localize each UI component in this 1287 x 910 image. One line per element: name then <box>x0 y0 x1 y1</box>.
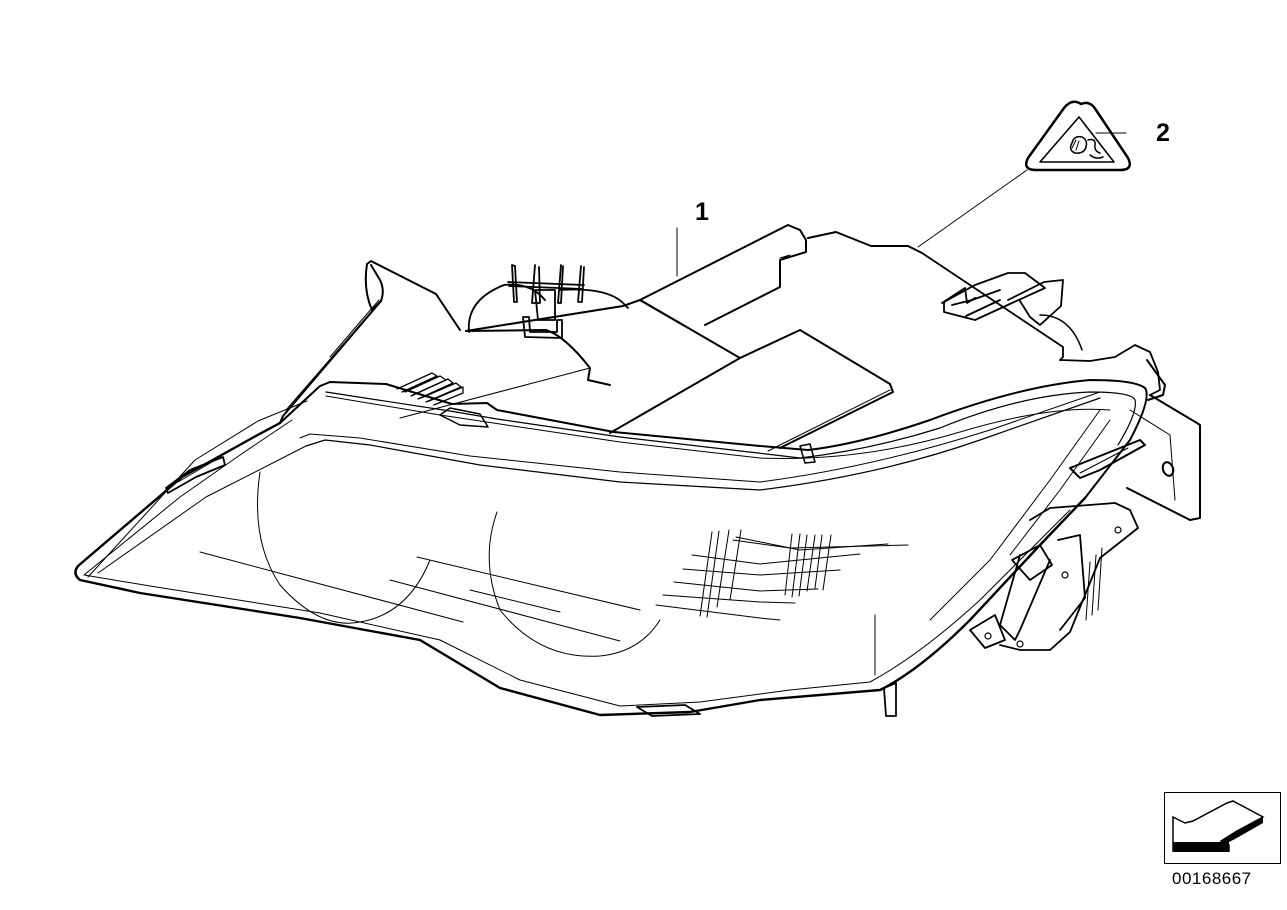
callout-number-1: 1 <box>695 198 709 226</box>
top-clip <box>507 264 585 339</box>
mounting-bracket <box>1069 394 1201 521</box>
heatsink-fins <box>396 372 464 406</box>
lens-outline <box>74 421 1087 717</box>
housing-top <box>399 224 923 452</box>
leader-lines <box>676 132 1127 277</box>
indicator-grid <box>655 529 909 621</box>
headlight-drawing <box>74 224 1201 717</box>
diagram-id-label: 00168667 <box>1172 869 1252 888</box>
lens-top-rim <box>279 359 1166 499</box>
callout-number-2: 2 <box>1156 119 1170 147</box>
right-connector <box>921 252 1161 396</box>
warning-label-icon <box>1025 100 1131 172</box>
nav-arrow-button[interactable] <box>1164 792 1281 864</box>
arrow-down-left-icon <box>1172 800 1265 852</box>
reflector-lines <box>199 551 641 642</box>
ballast-module <box>969 502 1139 651</box>
